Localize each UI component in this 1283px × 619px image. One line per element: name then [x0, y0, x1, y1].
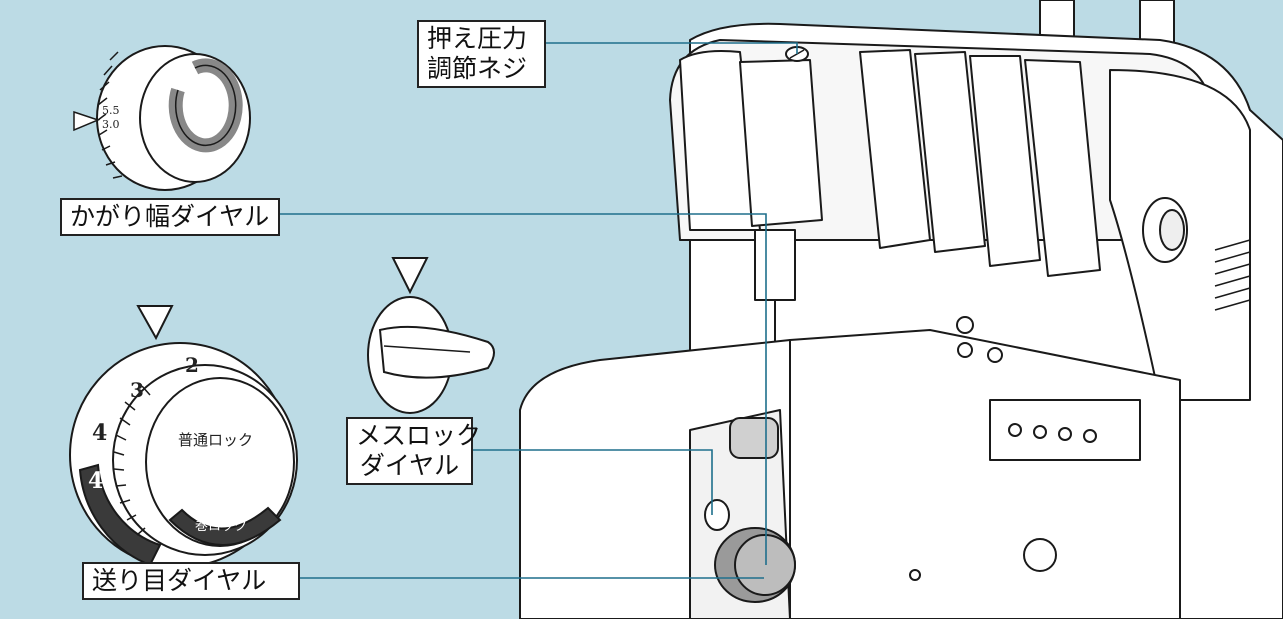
feed-number-4: 4 — [92, 420, 107, 446]
presser-label-line-2: 調節ネジ — [427, 54, 528, 83]
needle-clamp — [754, 229, 796, 301]
knife-lock-knob — [729, 417, 779, 459]
knife-lock-label-line-2: ダイヤル — [359, 451, 460, 480]
stitch-width-dial — [73, 45, 251, 191]
vents — [1214, 239, 1251, 311]
screw — [956, 316, 974, 334]
stitch-width-label-text: かがり幅ダイヤル — [70, 202, 270, 231]
tension-cover — [914, 51, 986, 253]
inner-area — [789, 329, 1181, 619]
width-scale-upper: 5.5 — [102, 104, 120, 117]
presser-pressure-label: 押え圧力 調節ネジ — [417, 20, 546, 88]
leader-lines — [280, 42, 798, 579]
stitch-width-label: かがり幅ダイヤル — [60, 198, 280, 236]
feed-dial-label-text: 送り目ダイヤル — [92, 566, 267, 595]
presser-label-line-1: 押え圧力 — [427, 24, 528, 53]
feed-band-bottom: 巻ロック — [195, 519, 247, 534]
presser-leader — [545, 42, 798, 54]
serger-machine — [519, 0, 1283, 619]
width-scale-lower: 3.0 — [102, 118, 120, 131]
feed-number-3: 3 — [130, 378, 144, 402]
handwheel-hub — [1159, 209, 1185, 251]
tension-cover — [739, 59, 823, 227]
differential-feed-dial — [69, 305, 298, 568]
tension-cover — [1024, 59, 1101, 277]
knife-lock-dial — [367, 257, 495, 414]
knife-lock-label: メスロック ダイヤル — [346, 417, 482, 485]
knife-leader — [472, 449, 713, 515]
tension-cover — [969, 55, 1041, 267]
feed-dial-label: 送り目ダイヤル — [82, 562, 300, 600]
tension-cover — [859, 49, 931, 249]
knife-lock-label-line-1: メスロック — [356, 421, 482, 450]
width-leader — [280, 213, 767, 565]
small-knob — [704, 499, 730, 531]
feed-band-top: 普通ロック — [178, 431, 253, 449]
feed-number-2: 2 — [185, 353, 199, 377]
feed-number-4-inverse: 4 — [88, 468, 103, 494]
